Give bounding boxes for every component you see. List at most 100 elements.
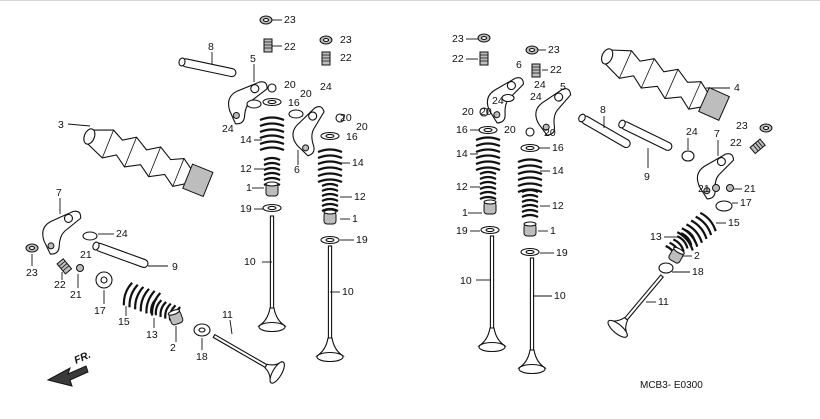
left-valve-stack-b	[316, 131, 344, 363]
callout-24: 24	[222, 123, 234, 135]
diagram-code: MCB3- E0300	[640, 380, 703, 391]
part-18-seat	[658, 262, 674, 274]
callout-16: 16	[346, 131, 358, 143]
callout-10: 10	[342, 286, 354, 298]
callout-20: 20	[480, 106, 492, 118]
part-19-seat	[320, 235, 340, 245]
callout-3: 3	[58, 119, 64, 131]
part-20-pin	[267, 83, 277, 93]
part-1-seal	[323, 209, 337, 225]
callout-14: 14	[352, 157, 364, 169]
part-22-screw	[531, 63, 541, 78]
part-24-washer	[246, 99, 262, 109]
part-21-pin	[726, 184, 734, 192]
part-17-collar	[715, 200, 733, 212]
callout-10: 10	[460, 275, 472, 287]
part-12-spring	[262, 156, 282, 187]
callout-5: 5	[560, 81, 566, 93]
callout-23: 23	[340, 34, 352, 46]
left-camshaft-assembly	[67, 118, 215, 199]
callout-17: 17	[740, 197, 752, 209]
part-1-seal	[265, 181, 279, 197]
callout-23: 23	[284, 14, 296, 26]
front-label: FR.	[72, 349, 92, 367]
part-14-spring	[516, 158, 544, 194]
part-24-washer	[288, 109, 304, 119]
callout-19: 19	[356, 234, 368, 246]
part-23-nut	[259, 15, 273, 25]
part-16-collar	[478, 125, 498, 135]
part-16-collar	[320, 131, 340, 141]
part-18-seat	[193, 323, 211, 337]
part-20-pin	[525, 127, 535, 137]
callout-5: 5	[250, 53, 256, 65]
callout-12: 12	[456, 181, 468, 193]
right-camshaft-assembly	[595, 38, 732, 123]
callout-21: 21	[744, 183, 756, 195]
callout-19: 19	[456, 225, 468, 237]
part-16-collar	[262, 97, 282, 107]
callout-24: 24	[320, 81, 332, 93]
part-14-spring	[258, 116, 286, 152]
callout-6: 6	[516, 59, 522, 71]
callout-22: 22	[550, 64, 562, 76]
callout-24: 24	[686, 126, 698, 138]
callout-16: 16	[552, 142, 564, 154]
callout-22: 22	[340, 52, 352, 64]
callout-12: 12	[354, 191, 366, 203]
left-rocker-upper	[177, 15, 345, 165]
callout-20: 20	[462, 106, 474, 118]
callout-9: 9	[172, 261, 178, 273]
part-15-spring	[120, 280, 162, 317]
callout-24: 24	[530, 91, 542, 103]
callout-9: 9	[644, 171, 650, 183]
part-23-nut	[25, 243, 39, 253]
callout-15: 15	[118, 316, 130, 328]
callout-8: 8	[208, 41, 214, 53]
part-17-collar	[95, 271, 113, 289]
part-9-shaft	[91, 240, 150, 270]
callout-23: 23	[548, 44, 560, 56]
right-rocker-upper	[477, 33, 695, 168]
part-23-nut	[525, 45, 539, 55]
callout-20: 20	[340, 112, 352, 124]
callout-24: 24	[492, 95, 504, 107]
part-16-collar	[520, 143, 540, 153]
callout-23: 23	[26, 267, 38, 279]
front-arrow	[46, 365, 89, 387]
callout-1: 1	[352, 213, 358, 225]
callout-22: 22	[730, 137, 742, 149]
callout-24: 24	[116, 228, 128, 240]
part-24-washer	[82, 231, 98, 241]
part-22-screw	[479, 51, 489, 66]
part-23-nut	[477, 33, 491, 43]
callout-23: 23	[736, 120, 748, 132]
callout-11: 11	[222, 309, 233, 321]
callout-10: 10	[244, 256, 256, 268]
callout-22: 22	[284, 41, 296, 53]
callout-14: 14	[456, 148, 468, 160]
callout-22: 22	[54, 279, 66, 291]
callout-21: 21	[70, 289, 82, 301]
part-15-spring	[676, 210, 719, 252]
callout-2: 2	[694, 250, 700, 262]
callout-18: 18	[196, 351, 208, 363]
part-21-pin	[712, 184, 720, 192]
right-valve-stack-a	[474, 125, 506, 353]
callout-23: 23	[452, 33, 464, 45]
top-border	[0, 0, 820, 1]
part-20-pin	[479, 107, 489, 117]
callout-24: 24	[534, 79, 546, 91]
callout-20: 20	[356, 121, 368, 133]
part-19-seat	[262, 203, 282, 213]
part-8-shaft	[177, 56, 238, 78]
callout-14: 14	[240, 134, 252, 146]
part-10-valve	[518, 257, 546, 375]
part-22-screw	[749, 138, 766, 155]
part-22-screw	[56, 258, 73, 275]
part-21-pin	[76, 264, 84, 272]
callout-7: 7	[714, 128, 720, 140]
part-11-valve	[607, 274, 665, 338]
callout-13: 13	[146, 329, 158, 341]
